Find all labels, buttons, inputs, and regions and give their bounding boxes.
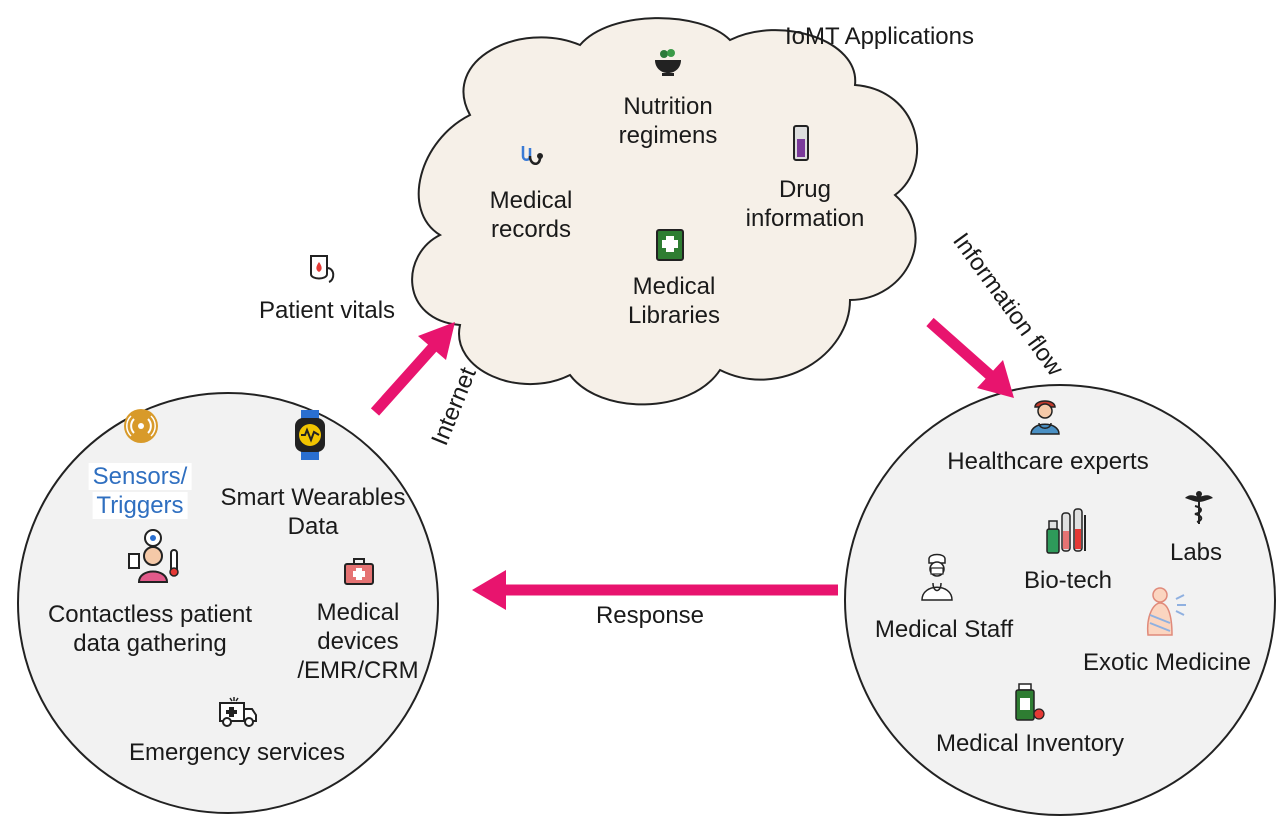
caduceus-icon (1183, 490, 1215, 531)
medical-staff-icon (919, 553, 955, 606)
sensor-signal-icon (123, 408, 159, 449)
information-flow-arrow-head (977, 360, 1014, 398)
sensors-label: Sensors/Triggers (88, 462, 192, 520)
smartwatch-icon (293, 410, 327, 465)
test-tube-icon (792, 125, 810, 166)
emergency-services-label: Emergency services (128, 739, 346, 766)
information-flow-arrow-shaft (926, 317, 996, 382)
lab-vials-icon (1045, 507, 1091, 560)
medical-inventory-label: Medical Inventory (935, 730, 1125, 757)
ambulance-icon (218, 695, 258, 734)
bowl-food-icon (652, 46, 684, 83)
iomt-cloud-shape (411, 17, 919, 406)
labs-label: Labs (1169, 539, 1223, 566)
medical-staff-label: Medical Staff (874, 616, 1014, 643)
patient-vitals-label: Patient vitals (258, 297, 396, 324)
therapy-icon (1144, 585, 1190, 642)
medical-book-icon (655, 228, 685, 267)
internet-arrow-head (418, 322, 455, 360)
healthcare-experts-label: Healthcare experts (947, 448, 1149, 475)
response-arrow-head (472, 570, 506, 610)
expert-circle (844, 384, 1276, 816)
exotic-medicine-label: Exotic Medicine (1082, 649, 1252, 676)
patient-thermometer-icon (125, 528, 185, 589)
response-label: Response (595, 602, 705, 629)
iomt-title: IoMT Applications (785, 23, 974, 50)
blood-bag-icon (307, 250, 337, 291)
first-aid-kit-icon (343, 558, 375, 591)
stethoscope-icon (518, 142, 544, 175)
doctor-icon (1027, 397, 1063, 440)
internet-arrow-shaft (370, 341, 440, 416)
bio-tech-label: Bio-tech (1023, 567, 1113, 594)
medicine-bottle-icon (1013, 682, 1047, 727)
